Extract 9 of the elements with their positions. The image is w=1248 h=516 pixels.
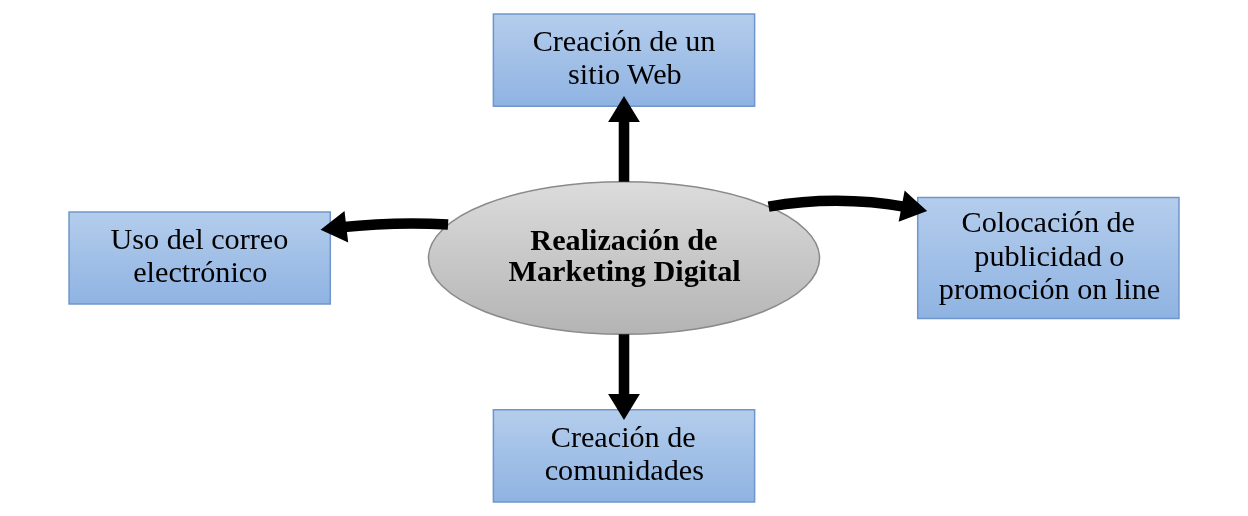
arrow [320,210,449,243]
node-box: Uso del correo electrónico [68,211,332,305]
node-box: Creación de comunidades [492,409,756,503]
node-ellipse: Realización de Marketing Digital [427,181,821,335]
arrow [767,190,928,222]
node-box: Creación de un sitio Web [492,13,756,107]
node-box: Colocación de publicidad o promoción on line [916,196,1180,320]
arrow [608,334,640,420]
arrow [608,96,640,182]
